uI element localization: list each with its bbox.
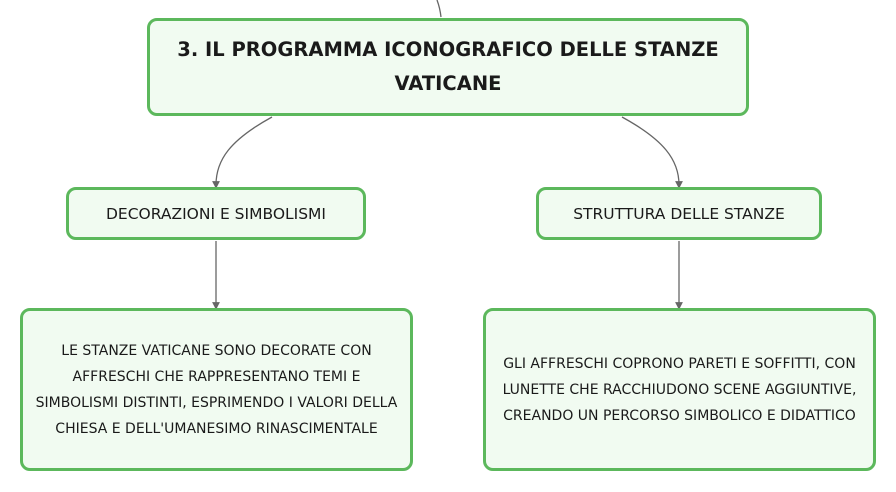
root-node[interactable]: 3. IL PROGRAMMA ICONOGRAFICO DELLE STANZ… [147,18,749,116]
connector-root-to-struttura [621,116,683,189]
connector-root-to-decorazioni [212,116,273,189]
detail-node-decorazioni[interactable]: LE STANZE VATICANE SONO DECORATE CON AFF… [20,308,413,471]
detail-node-struttura-text: GLI AFFRESCHI COPRONO PARETI E SOFFITTI,… [502,355,857,424]
detail-node-struttura[interactable]: GLI AFFRESCHI COPRONO PARETI E SOFFITTI,… [483,308,876,471]
branch-node-struttura[interactable]: STRUTTURA DELLE STANZE [536,187,822,240]
root-node-title: 3. IL PROGRAMMA ICONOGRAFICO DELLE STANZ… [177,38,719,95]
branch-node-struttura-label: STRUTTURA DELLE STANZE [573,204,785,223]
branch-node-decorazioni-label: DECORAZIONI E SIMBOLISMI [105,204,327,223]
detail-node-decorazioni-text: LE STANZE VATICANE SONO DECORATE CON AFF… [35,342,398,437]
branch-node-decorazioni[interactable]: DECORAZIONI E SIMBOLISMI [66,187,366,240]
connector-parent-to-root [436,0,442,18]
